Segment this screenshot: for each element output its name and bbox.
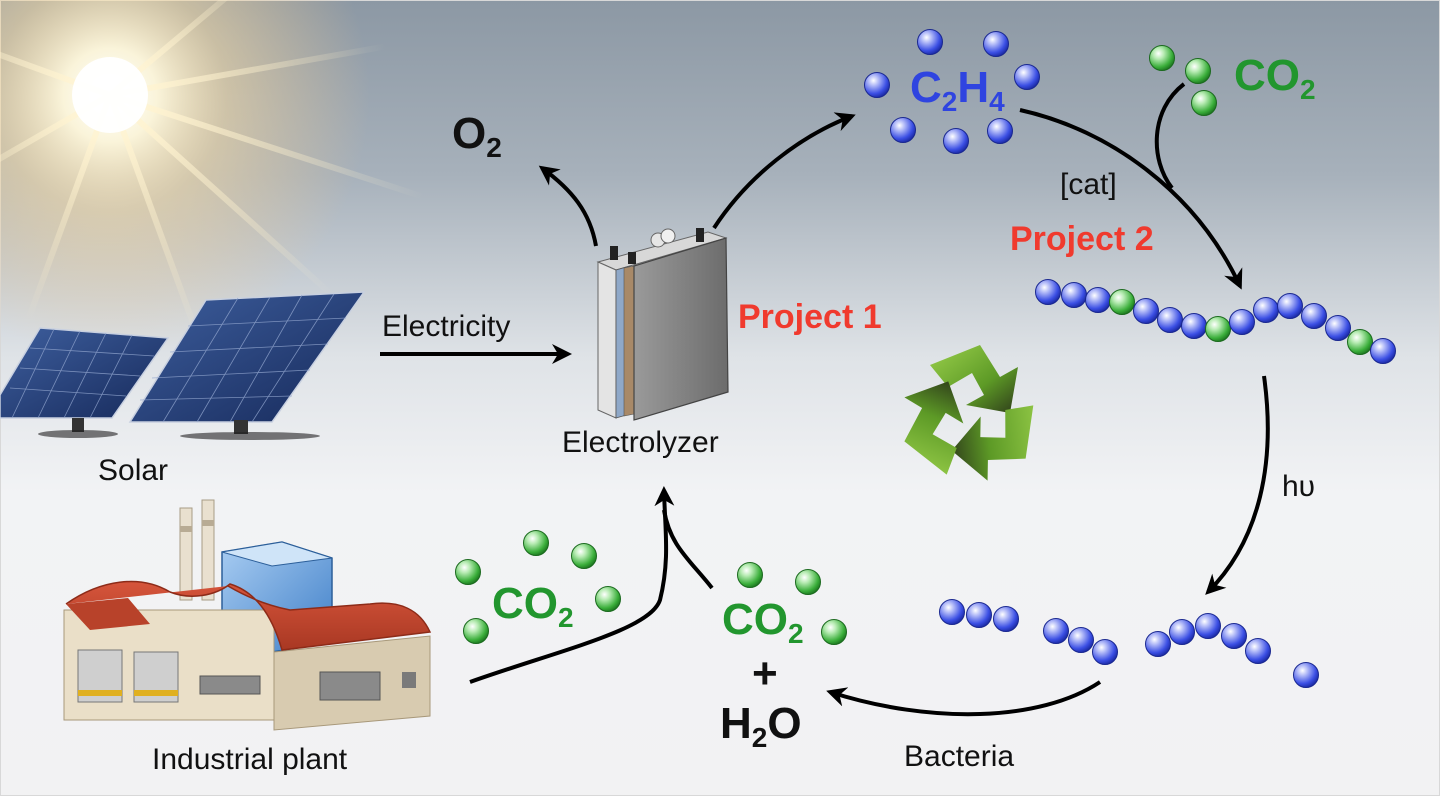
ethylene-ball	[1277, 293, 1303, 319]
ethylene-ball	[1253, 297, 1279, 323]
ethylene-ball	[1325, 315, 1351, 341]
ethylene-ball	[1221, 623, 1247, 649]
ethylene-ball	[864, 72, 890, 98]
ethylene-ball	[1133, 298, 1159, 324]
ethylene-ball	[1245, 638, 1271, 664]
co2-ball	[595, 586, 621, 612]
h2o-subscript: 2	[751, 722, 768, 753]
ethylene-ball	[1061, 282, 1087, 308]
c2h4-sub1: 2	[941, 86, 958, 117]
label-electrolyzer: Electrolyzer	[562, 426, 719, 459]
ethylene-ball	[939, 599, 965, 625]
formula-h2o: H2O	[720, 702, 802, 752]
co2-ball	[1205, 316, 1231, 342]
co2-ball	[1185, 58, 1211, 84]
ethylene-ball	[1301, 303, 1327, 329]
co2-top-element: CO	[1234, 51, 1300, 100]
arrow-co2-feed	[1154, 82, 1186, 190]
ethylene-ball	[1145, 631, 1171, 657]
ethylene-ball	[1229, 309, 1255, 335]
h2o-el2: O	[767, 699, 802, 748]
label-industrial-plant: Industrial plant	[152, 743, 348, 776]
ethylene-ball	[1085, 287, 1111, 313]
ethylene-ball	[1181, 313, 1207, 339]
ethylene-ball	[987, 118, 1013, 144]
solar-panel-icon	[0, 291, 366, 440]
label-catalyst: [cat]	[1060, 168, 1117, 201]
label-project-2: Project 2	[1010, 220, 1154, 258]
label-solar: Solar	[98, 454, 169, 487]
formula-co2-left: CO2	[492, 582, 574, 632]
ethylene-ball	[966, 602, 992, 628]
co2-left-element: CO	[492, 579, 558, 628]
co2-ball	[571, 543, 597, 569]
o2-subscript: 2	[486, 132, 502, 163]
formula-co2-mid: CO2	[722, 598, 804, 648]
co2-ball	[1149, 45, 1175, 71]
co2-mid-element: CO	[722, 595, 788, 644]
ethylene-ball	[1014, 64, 1040, 90]
sun-icon	[0, 0, 425, 355]
co2-ball	[463, 618, 489, 644]
ethylene-ball	[1293, 662, 1319, 688]
co2-ball	[821, 619, 847, 645]
ethylene-ball	[890, 117, 916, 143]
label-electricity: Electricity	[382, 310, 511, 343]
co2-ball	[737, 562, 763, 588]
ethylene-ball	[1043, 618, 1069, 644]
arrow-bacteria	[826, 680, 1102, 717]
h2o-el1: H	[720, 699, 752, 748]
arrow-to-c2h4	[712, 112, 856, 230]
arrow-photolysis	[1205, 375, 1270, 595]
arrow-plant-to-electrolyzer	[469, 486, 675, 684]
co2-ball	[455, 559, 481, 585]
formula-c2h4: C2H4	[910, 66, 1005, 116]
ethylene-ball	[1370, 338, 1396, 364]
formula-o2: O2	[452, 112, 502, 162]
ethylene-ball	[1157, 307, 1183, 333]
co2-ball	[1109, 289, 1135, 315]
ethylene-ball	[1035, 279, 1061, 305]
label-plus: +	[752, 649, 778, 698]
co2-ball	[1191, 90, 1217, 116]
ethylene-ball	[983, 31, 1009, 57]
label-hv: hυ	[1282, 470, 1316, 503]
co2-ball	[1347, 329, 1373, 355]
ethylene-ball	[1068, 627, 1094, 653]
arrow-co2-recycle	[662, 509, 714, 590]
ethylene-ball	[943, 128, 969, 154]
ethylene-ball	[1195, 613, 1221, 639]
arrow-to-polymer	[1019, 108, 1243, 290]
ethylene-ball	[917, 29, 943, 55]
formula-co2-top: CO2	[1234, 54, 1316, 104]
electrolyzer-icon	[596, 228, 729, 421]
ethylene-ball	[1092, 639, 1118, 665]
co2-mid-subscript: 2	[788, 618, 804, 649]
arrow-to-o2	[538, 165, 598, 247]
co2-left-subscript: 2	[558, 602, 574, 633]
recycle-icon	[904, 345, 1034, 481]
c2h4-sub2: 4	[989, 86, 1005, 117]
c2h4-el1: C	[910, 63, 942, 112]
c2h4-el2: H	[957, 63, 990, 112]
factory-icon	[63, 499, 432, 731]
co2-ball	[523, 530, 549, 556]
label-bacteria: Bacteria	[904, 740, 1015, 773]
co2-top-subscript: 2	[1300, 74, 1316, 105]
arrows	[380, 82, 1270, 717]
molecule-balls	[455, 29, 1396, 688]
o2-element: O	[452, 109, 487, 158]
ethylene-ball	[993, 606, 1019, 632]
co2-ball	[795, 569, 821, 595]
ethylene-ball	[1169, 619, 1195, 645]
label-project-1: Project 1	[738, 298, 882, 336]
